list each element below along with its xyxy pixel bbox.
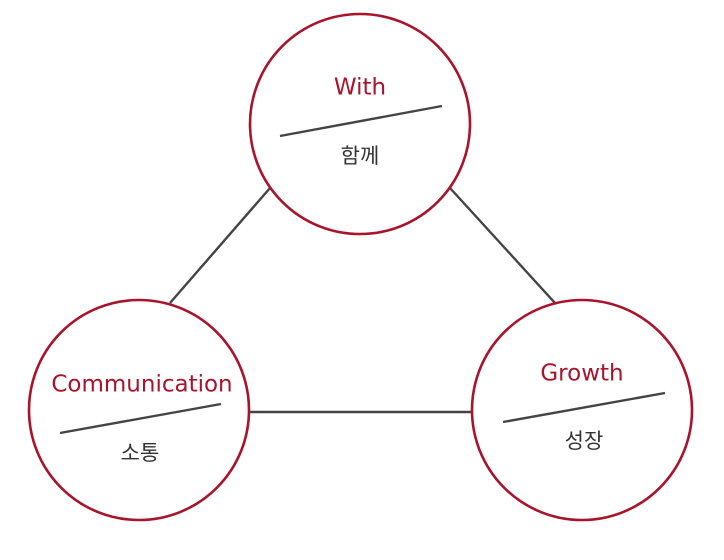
node-communication-divider [59, 402, 222, 435]
node-with-title: With [334, 75, 386, 101]
node-communication: Communication 소통 [27, 298, 251, 522]
node-growth-divider [502, 391, 666, 424]
node-with: With 함께 [248, 12, 472, 236]
node-communication-title: Communication [51, 372, 232, 398]
node-with-divider [279, 104, 443, 138]
connector-with-communication [169, 187, 271, 304]
node-growth-circle [470, 298, 694, 522]
node-with-circle [248, 12, 472, 236]
node-growth-subtitle: 성장 [565, 429, 604, 453]
node-growth: Growth 성장 [470, 298, 694, 522]
connector-with-growth [449, 187, 556, 304]
node-with-subtitle: 함께 [341, 144, 380, 168]
node-growth-title: Growth [540, 361, 623, 387]
node-communication-subtitle: 소통 [121, 441, 160, 465]
node-communication-circle [27, 298, 251, 522]
